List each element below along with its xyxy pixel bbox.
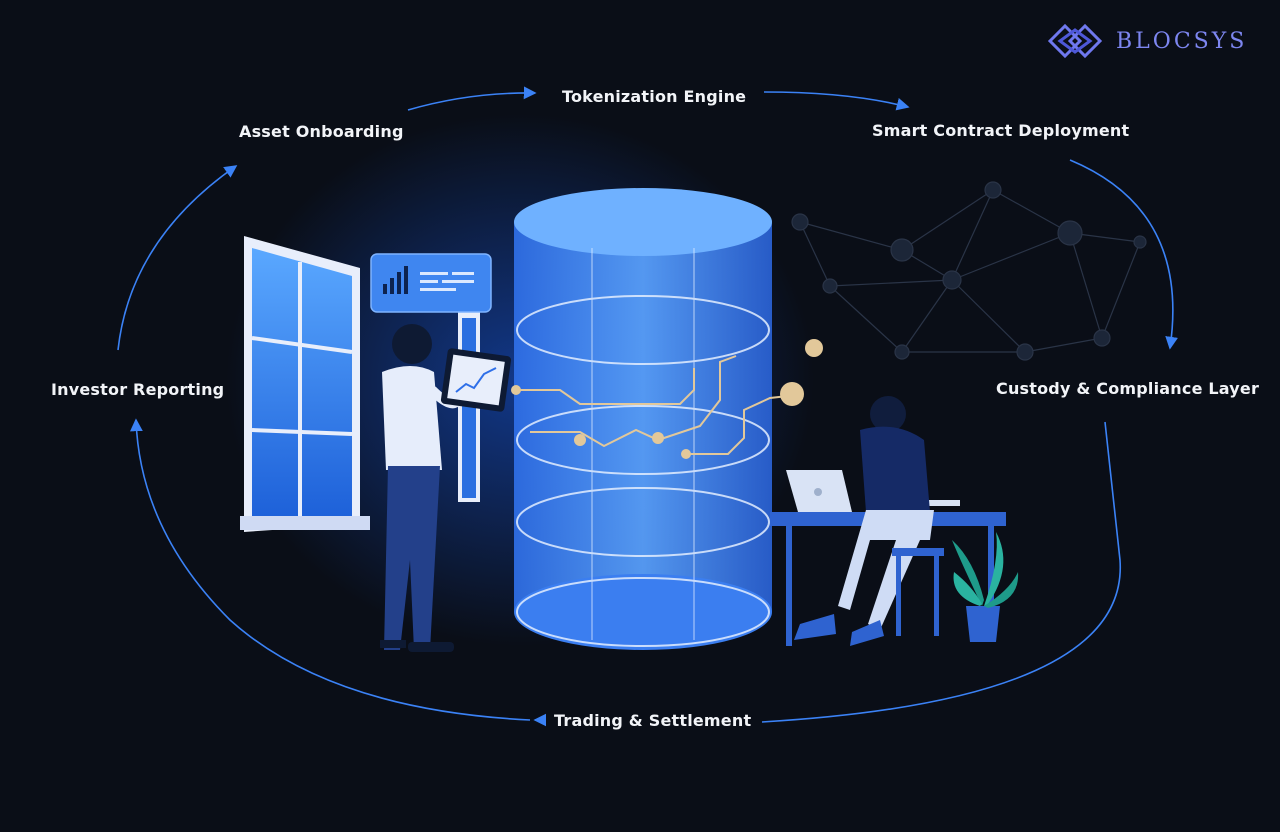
- arrow-contract-to-custody: [1070, 160, 1173, 348]
- man-figure: [380, 324, 512, 652]
- arrow-reporting-to-onboarding: [118, 166, 236, 350]
- stage-trading-settlement: Trading & Settlement: [554, 711, 751, 730]
- stage-asset-onboarding: Asset Onboarding: [239, 122, 404, 141]
- arrow-onboarding-to-tokenization: [408, 93, 535, 110]
- network-graph: [792, 182, 1146, 360]
- stage-smart-contract-deployment: Smart Contract Deployment: [872, 121, 1129, 140]
- arrow-tokenization-to-contract: [764, 92, 908, 107]
- data-cylinder: [514, 188, 772, 650]
- brand-logo: BLOCSYS: [1046, 22, 1247, 60]
- stage-custody-compliance-layer: Custody & Compliance Layer: [996, 379, 1259, 398]
- plant: [952, 532, 1018, 642]
- stage-investor-reporting: Investor Reporting: [51, 380, 224, 399]
- dashboard-card: [371, 254, 491, 312]
- brand-name: BLOCSYS: [1116, 29, 1247, 54]
- stage-tokenization-engine: Tokenization Engine: [562, 87, 746, 106]
- interlocking-diamond-logo-icon: [1046, 22, 1108, 60]
- arrow-custody-to-trading: [762, 422, 1120, 722]
